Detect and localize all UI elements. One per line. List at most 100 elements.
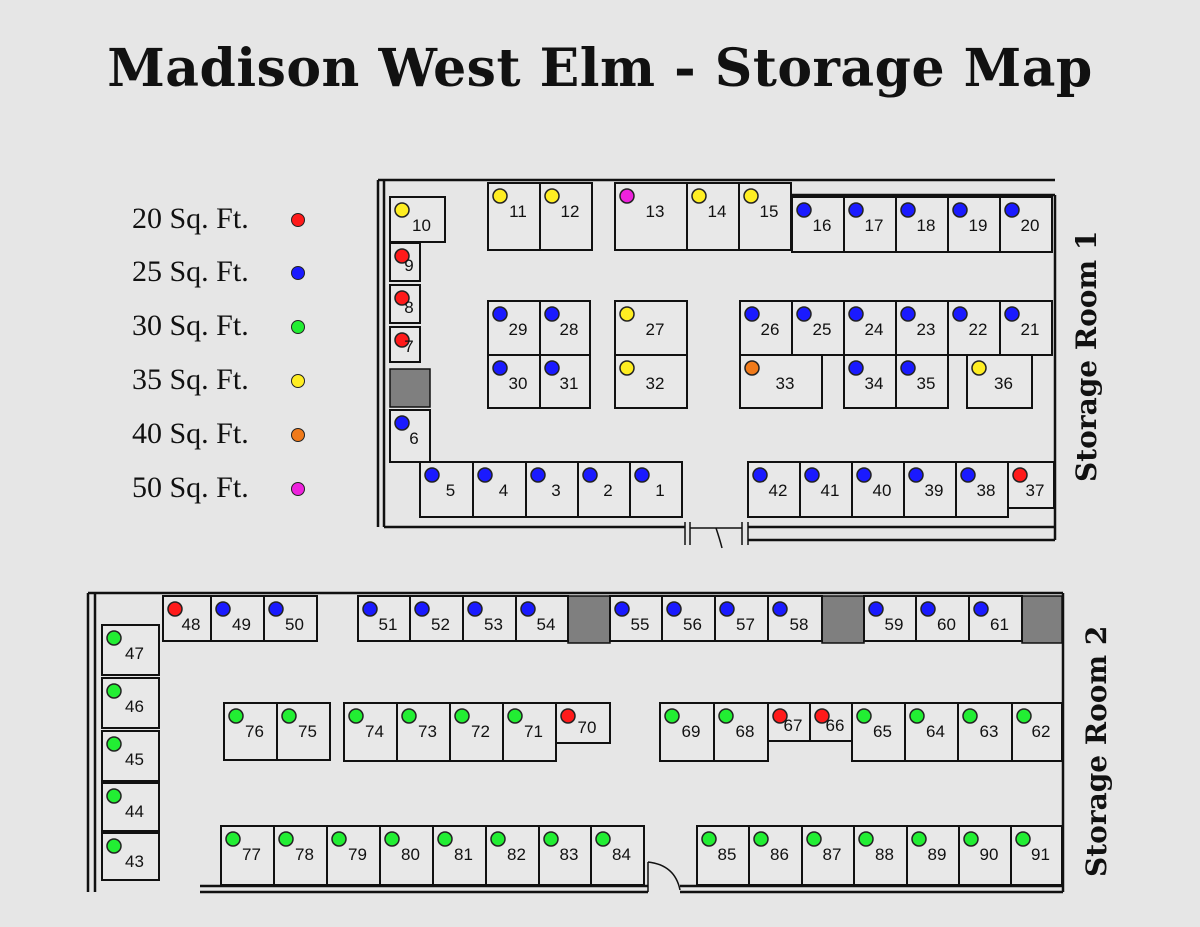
storage-unit-16[interactable]: 16 — [791, 196, 845, 253]
storage-unit-17[interactable]: 17 — [843, 196, 897, 253]
storage-unit-3[interactable]: 3 — [525, 461, 579, 518]
storage-unit-29[interactable]: 29 — [487, 300, 541, 356]
storage-unit-32[interactable]: 32 — [614, 354, 688, 409]
storage-unit-45[interactable]: 45 — [101, 730, 160, 782]
storage-unit-9[interactable]: 9 — [389, 242, 421, 282]
storage-unit-80[interactable]: 80 — [379, 825, 434, 886]
storage-unit-71[interactable]: 71 — [502, 702, 557, 762]
storage-unit-30[interactable]: 30 — [487, 354, 541, 409]
storage-unit-19[interactable]: 19 — [947, 196, 1001, 253]
storage-unit-52[interactable]: 52 — [409, 595, 464, 642]
storage-unit-75[interactable]: 75 — [276, 702, 331, 761]
storage-unit-49[interactable]: 49 — [210, 595, 265, 642]
size-marker — [814, 708, 830, 724]
storage-unit-24[interactable]: 24 — [843, 300, 897, 356]
storage-unit-42[interactable]: 42 — [747, 461, 801, 518]
storage-unit-47[interactable]: 47 — [101, 624, 160, 676]
storage-unit-2[interactable]: 2 — [577, 461, 631, 518]
storage-unit-34[interactable]: 34 — [843, 354, 897, 409]
legend-swatch — [291, 374, 305, 388]
storage-unit-60[interactable]: 60 — [915, 595, 970, 642]
storage-unit-65[interactable]: 65 — [851, 702, 906, 762]
storage-unit-14[interactable]: 14 — [686, 182, 740, 251]
storage-unit-35[interactable]: 35 — [895, 354, 949, 409]
storage-unit-5[interactable]: 5 — [419, 461, 474, 518]
storage-unit-64[interactable]: 64 — [904, 702, 959, 762]
storage-unit-53[interactable]: 53 — [462, 595, 517, 642]
storage-unit-21[interactable]: 21 — [999, 300, 1053, 356]
storage-unit-37[interactable]: 37 — [1007, 461, 1055, 509]
storage-unit-25[interactable]: 25 — [791, 300, 845, 356]
storage-unit-20[interactable]: 20 — [999, 196, 1053, 253]
storage-unit-89[interactable]: 89 — [906, 825, 960, 886]
storage-unit-76[interactable]: 76 — [223, 702, 278, 761]
storage-unit-69[interactable]: 69 — [659, 702, 715, 762]
storage-unit-74[interactable]: 74 — [343, 702, 398, 762]
unit-number: 74 — [365, 722, 384, 741]
storage-unit-70[interactable]: 70 — [555, 702, 611, 744]
storage-unit-10[interactable]: 10 — [389, 196, 446, 243]
storage-unit-72[interactable]: 72 — [449, 702, 504, 762]
storage-unit-12[interactable]: 12 — [539, 182, 593, 251]
storage-unit-66[interactable]: 66 — [809, 702, 853, 742]
storage-unit-11[interactable]: 11 — [487, 182, 541, 251]
storage-unit-6[interactable]: 6 — [389, 409, 431, 463]
storage-unit-85[interactable]: 85 — [696, 825, 750, 886]
storage-unit-13[interactable]: 13 — [614, 182, 688, 251]
storage-unit-90[interactable]: 90 — [958, 825, 1012, 886]
storage-unit-22[interactable]: 22 — [947, 300, 1001, 356]
unit-outline — [659, 702, 715, 762]
storage-unit-40[interactable]: 40 — [851, 461, 905, 518]
storage-unit-87[interactable]: 87 — [801, 825, 855, 886]
storage-unit-31[interactable]: 31 — [539, 354, 591, 409]
storage-unit-73[interactable]: 73 — [396, 702, 451, 762]
storage-unit-63[interactable]: 63 — [957, 702, 1013, 762]
size-marker — [619, 360, 635, 376]
storage-unit-61[interactable]: 61 — [968, 595, 1023, 642]
storage-unit-83[interactable]: 83 — [538, 825, 592, 886]
storage-unit-78[interactable]: 78 — [273, 825, 328, 886]
storage-unit-56[interactable]: 56 — [661, 595, 716, 642]
storage-unit-46[interactable]: 46 — [101, 677, 160, 729]
storage-unit-88[interactable]: 88 — [853, 825, 908, 886]
storage-unit-28[interactable]: 28 — [539, 300, 591, 356]
storage-unit-26[interactable]: 26 — [739, 300, 793, 356]
storage-unit-54[interactable]: 54 — [515, 595, 569, 642]
storage-unit-91[interactable]: 91 — [1010, 825, 1063, 886]
storage-unit-81[interactable]: 81 — [432, 825, 487, 886]
storage-unit-55[interactable]: 55 — [609, 595, 663, 642]
storage-unit-33[interactable]: 33 — [739, 354, 823, 409]
storage-unit-48[interactable]: 48 — [162, 595, 212, 642]
storage-unit-4[interactable]: 4 — [472, 461, 527, 518]
storage-unit-41[interactable]: 41 — [799, 461, 853, 518]
storage-unit-50[interactable]: 50 — [263, 595, 318, 642]
storage-unit-62[interactable]: 62 — [1011, 702, 1063, 762]
storage-unit-77[interactable]: 77 — [220, 825, 275, 886]
storage-unit-57[interactable]: 57 — [714, 595, 769, 642]
storage-unit-82[interactable]: 82 — [485, 825, 540, 886]
storage-unit-8[interactable]: 8 — [389, 284, 421, 324]
storage-unit-15[interactable]: 15 — [738, 182, 792, 251]
storage-unit-7[interactable]: 7 — [389, 326, 421, 363]
storage-unit-67[interactable]: 67 — [767, 702, 811, 742]
storage-unit-39[interactable]: 39 — [903, 461, 957, 518]
storage-unit-68[interactable]: 68 — [713, 702, 769, 762]
storage-unit-1[interactable]: 1 — [629, 461, 683, 518]
storage-unit-86[interactable]: 86 — [748, 825, 803, 886]
storage-unit-43[interactable]: 43 — [101, 832, 160, 881]
storage-unit-27[interactable]: 27 — [614, 300, 688, 356]
storage-unit-38[interactable]: 38 — [955, 461, 1009, 518]
storage-unit-18[interactable]: 18 — [895, 196, 949, 253]
storage-unit-44[interactable]: 44 — [101, 782, 160, 832]
storage-unit-23[interactable]: 23 — [895, 300, 949, 356]
size-marker — [963, 831, 979, 847]
storage-unit-36[interactable]: 36 — [966, 354, 1033, 409]
storage-unit-59[interactable]: 59 — [863, 595, 917, 642]
size-marker — [278, 831, 294, 847]
storage-unit-58[interactable]: 58 — [767, 595, 823, 642]
storage-unit-79[interactable]: 79 — [326, 825, 381, 886]
unit-number: 2 — [603, 481, 612, 500]
storage-unit-84[interactable]: 84 — [590, 825, 645, 886]
unit-outline — [101, 730, 160, 782]
storage-unit-51[interactable]: 51 — [357, 595, 411, 642]
